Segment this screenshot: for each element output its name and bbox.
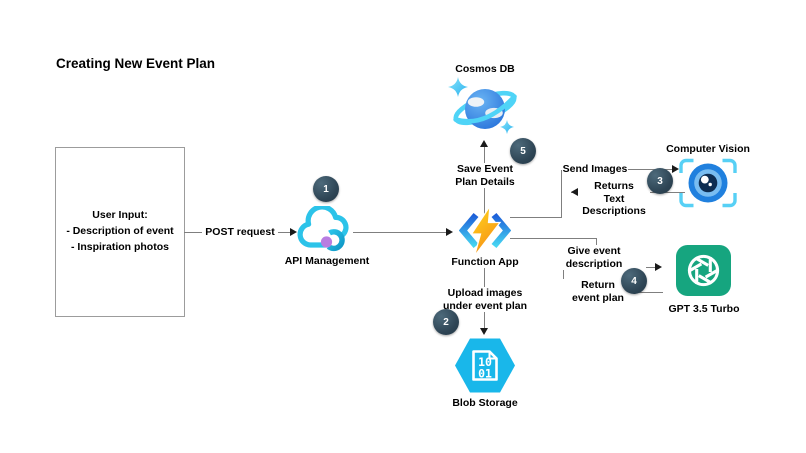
step-badge-5: 5 bbox=[510, 138, 536, 164]
step-badge-1: 1 bbox=[313, 176, 339, 202]
user-input-box: User Input: - Description of event - Ins… bbox=[55, 147, 185, 317]
step-badge-3: 3 bbox=[647, 168, 673, 194]
node-label-gpt-35-turbo: GPT 3.5 Turbo bbox=[668, 303, 740, 315]
connector-send-images bbox=[561, 170, 562, 218]
connector-give-description bbox=[510, 238, 597, 239]
node-label-function-app: Function App bbox=[451, 256, 519, 268]
blob-hexagon-icon: 10 01 bbox=[453, 336, 517, 400]
node-label-api-management: API Management bbox=[284, 255, 370, 267]
cosmos-planet-icon bbox=[447, 75, 523, 146]
arrowhead-right-icon bbox=[290, 228, 297, 236]
svg-text:01: 01 bbox=[478, 367, 492, 381]
connector-api-to-function bbox=[353, 232, 447, 233]
edge-label-upload-images: Upload images under event plan bbox=[437, 287, 533, 313]
step-badge-4: 4 bbox=[621, 268, 647, 294]
step-badge-2: 2 bbox=[433, 309, 459, 335]
edge-label-give-description: Give event description bbox=[542, 245, 646, 271]
connector-return-plan bbox=[563, 263, 564, 293]
node-label-cosmos-db: Cosmos DB bbox=[455, 63, 515, 75]
vision-eye-icon bbox=[679, 157, 737, 214]
node-label-blob-storage: Blob Storage bbox=[452, 397, 518, 409]
connector-send-images bbox=[510, 217, 562, 218]
arrowhead-right-icon bbox=[655, 263, 662, 271]
arrowhead-left-icon bbox=[571, 188, 578, 196]
arrowhead-up-icon bbox=[480, 140, 488, 147]
edge-label-save-event: Save Event Plan Details bbox=[450, 163, 520, 189]
arrowhead-right-icon bbox=[446, 228, 453, 236]
edge-label-send-images: Send Images bbox=[562, 163, 628, 176]
cloud-api-icon bbox=[297, 204, 353, 259]
arrowhead-down-icon bbox=[480, 328, 488, 335]
svg-text:10: 10 bbox=[478, 355, 492, 369]
node-label-computer-vision: Computer Vision bbox=[666, 143, 750, 155]
function-lightning-icon bbox=[458, 205, 512, 261]
edge-label-returns-text: Returns Text Descriptions bbox=[578, 180, 650, 218]
openai-logo-icon bbox=[675, 244, 732, 302]
edge-label-return-plan: Return event plan bbox=[560, 279, 636, 305]
diagram-title: Creating New Event Plan bbox=[56, 56, 216, 71]
edge-label-post-request: POST request bbox=[202, 226, 278, 239]
arrowhead-right-icon bbox=[672, 165, 679, 173]
